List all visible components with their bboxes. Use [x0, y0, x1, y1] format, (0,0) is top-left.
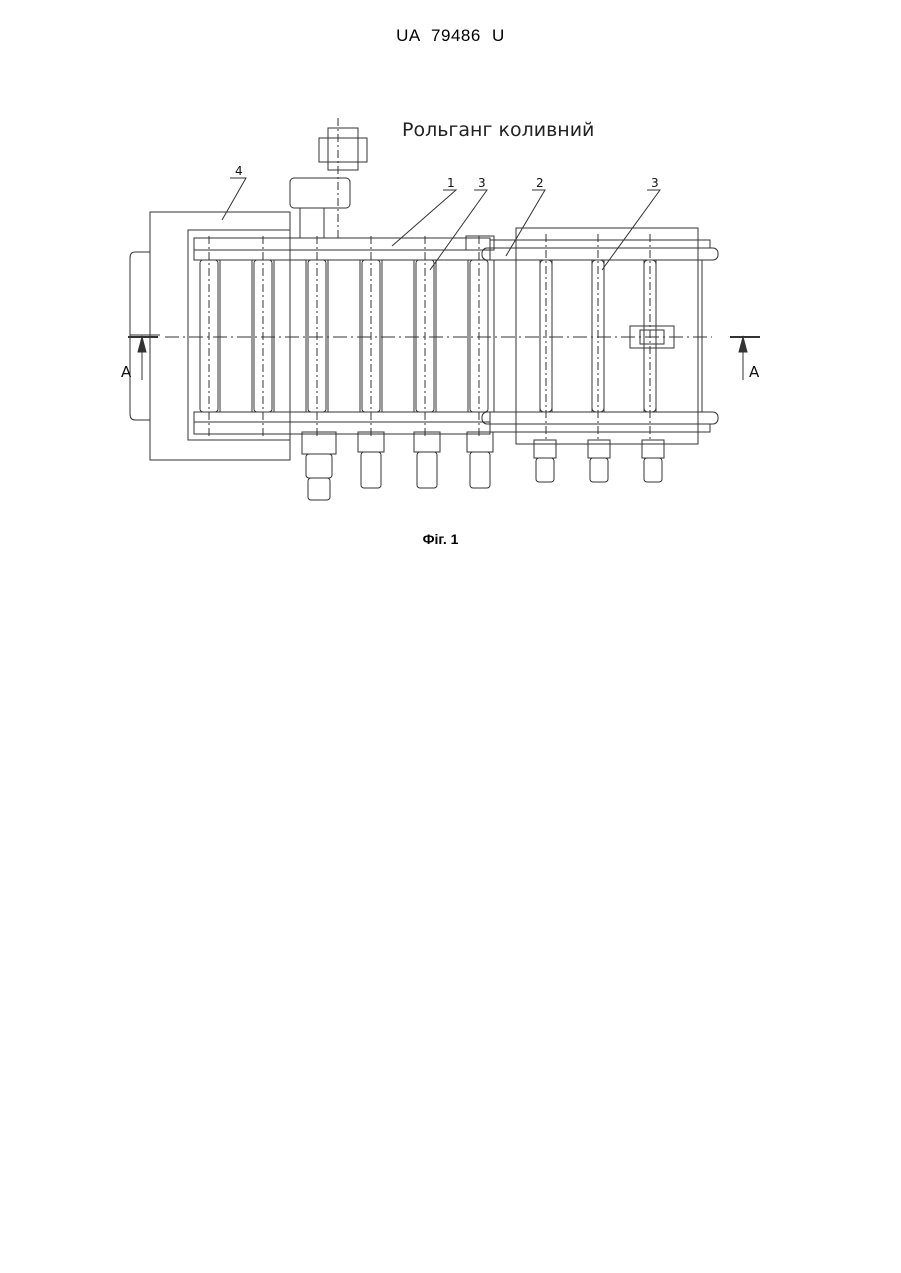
- leader-4: [222, 178, 246, 220]
- bottom-drive-units: [302, 432, 664, 500]
- section-label-left: A: [121, 363, 132, 381]
- left-section-rails: [194, 238, 490, 434]
- leader-2: [506, 190, 545, 256]
- section-marker-left: [128, 337, 158, 380]
- figure-caption: Фіг. 1: [0, 531, 881, 547]
- drawing-title: Рольганг коливний: [402, 119, 594, 141]
- roller-table-drawing: Рольганг коливний: [0, 0, 901, 560]
- section-label-right: A: [749, 363, 760, 381]
- callout-2: 2: [536, 176, 544, 190]
- leader-3b: [602, 190, 660, 270]
- top-drive-motor: [290, 118, 367, 240]
- left-section-rollers: [200, 236, 488, 436]
- callout-4: 4: [235, 164, 243, 178]
- callout-3b: 3: [651, 176, 659, 190]
- leader-3a: [430, 190, 487, 270]
- callout-3a: 3: [478, 176, 486, 190]
- callout-1: 1: [447, 176, 455, 190]
